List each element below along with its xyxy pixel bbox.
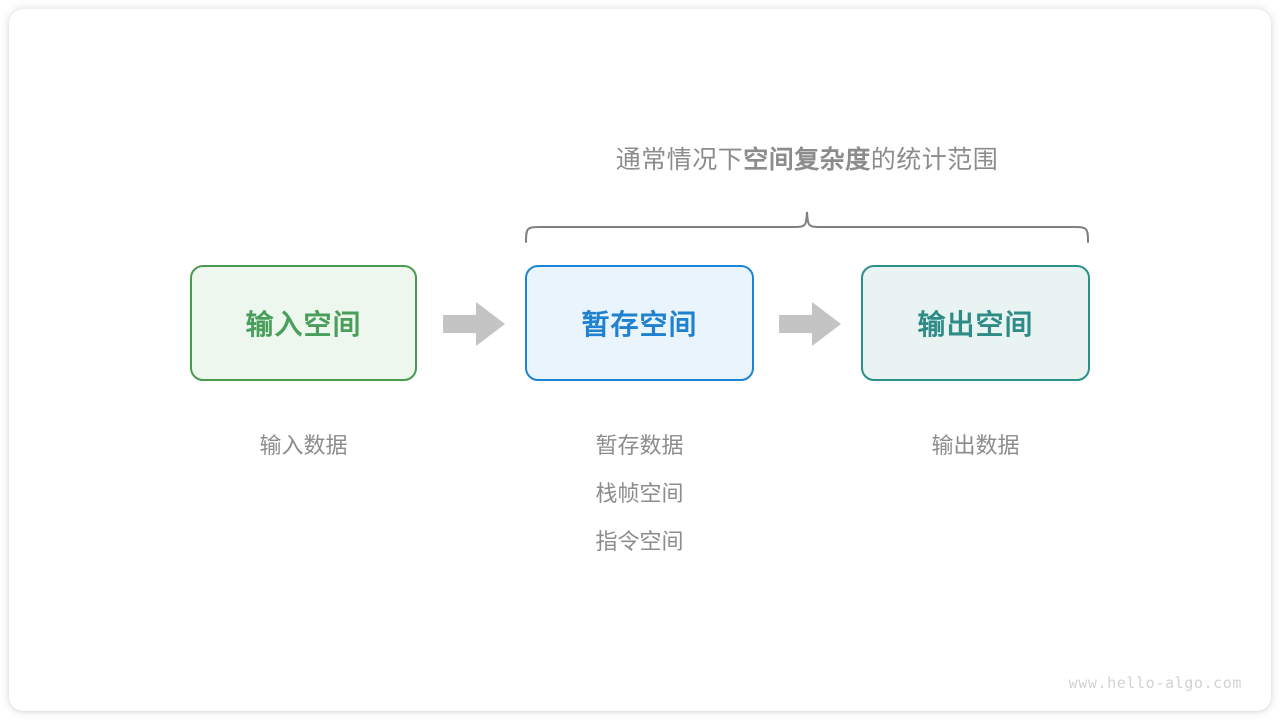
right-arrow-icon	[443, 302, 505, 346]
box-input-space-title: 输入空间	[245, 309, 362, 340]
arrow-buffer-to-output	[779, 302, 841, 346]
labels-buffer-space: 暂存数据 栈帧空间 指令空间	[525, 422, 754, 566]
brace-caption: 通常情况下空间复杂度的统计范围	[0, 143, 1280, 177]
box-output-space[interactable]: 输出空间	[861, 265, 1090, 381]
box-buffer-space[interactable]: 暂存空间	[525, 265, 754, 381]
caption-prefix: 通常情况下	[615, 146, 744, 174]
box-output-space-title: 输出空间	[917, 309, 1034, 340]
label-item: 指令空间	[595, 529, 684, 554]
box-buffer-space-title: 暂存空间	[581, 309, 698, 340]
curly-brace-icon	[525, 211, 1089, 243]
arrow-input-to-buffer	[443, 302, 505, 346]
labels-input-space: 输入数据	[190, 422, 417, 470]
caption-emphasis: 空间复杂度	[743, 146, 871, 174]
label-item: 输入数据	[259, 433, 348, 458]
curly-brace	[515, 198, 1100, 248]
label-item: 输出数据	[931, 433, 1020, 458]
label-item: 暂存数据	[595, 433, 684, 458]
right-arrow-icon	[779, 302, 841, 346]
caption-suffix: 的统计范围	[870, 146, 999, 174]
labels-output-space: 输出数据	[861, 422, 1090, 470]
brace-caption-text: 通常情况下空间复杂度的统计范围	[616, 143, 999, 177]
box-input-space[interactable]: 输入空间	[190, 265, 417, 381]
watermark: www.hello-algo.com	[1068, 674, 1242, 692]
label-item: 栈帧空间	[595, 481, 684, 506]
